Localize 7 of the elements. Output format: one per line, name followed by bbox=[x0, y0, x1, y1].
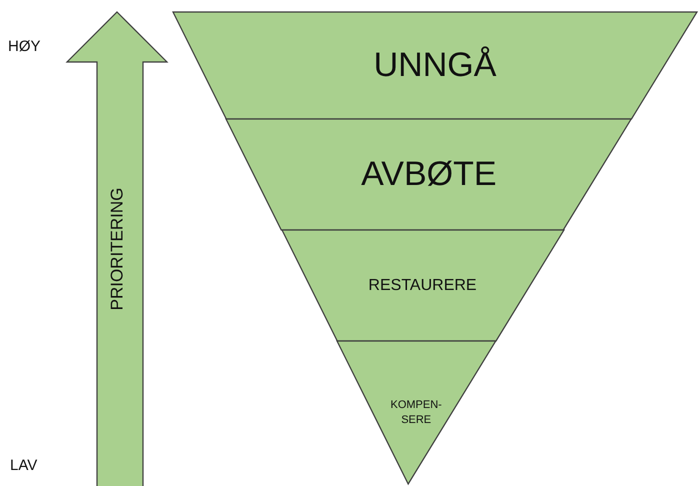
scale-label: LAV bbox=[10, 457, 38, 474]
scale-label: HØY bbox=[8, 38, 41, 55]
level-label: AVBØTE bbox=[361, 154, 497, 195]
axis-label: PRIORITERING bbox=[107, 188, 127, 310]
level-label: KOMPEN- SERE bbox=[390, 398, 443, 428]
level-label: UNNGÅ bbox=[374, 44, 496, 86]
level-label: RESTAURERE bbox=[368, 276, 477, 296]
